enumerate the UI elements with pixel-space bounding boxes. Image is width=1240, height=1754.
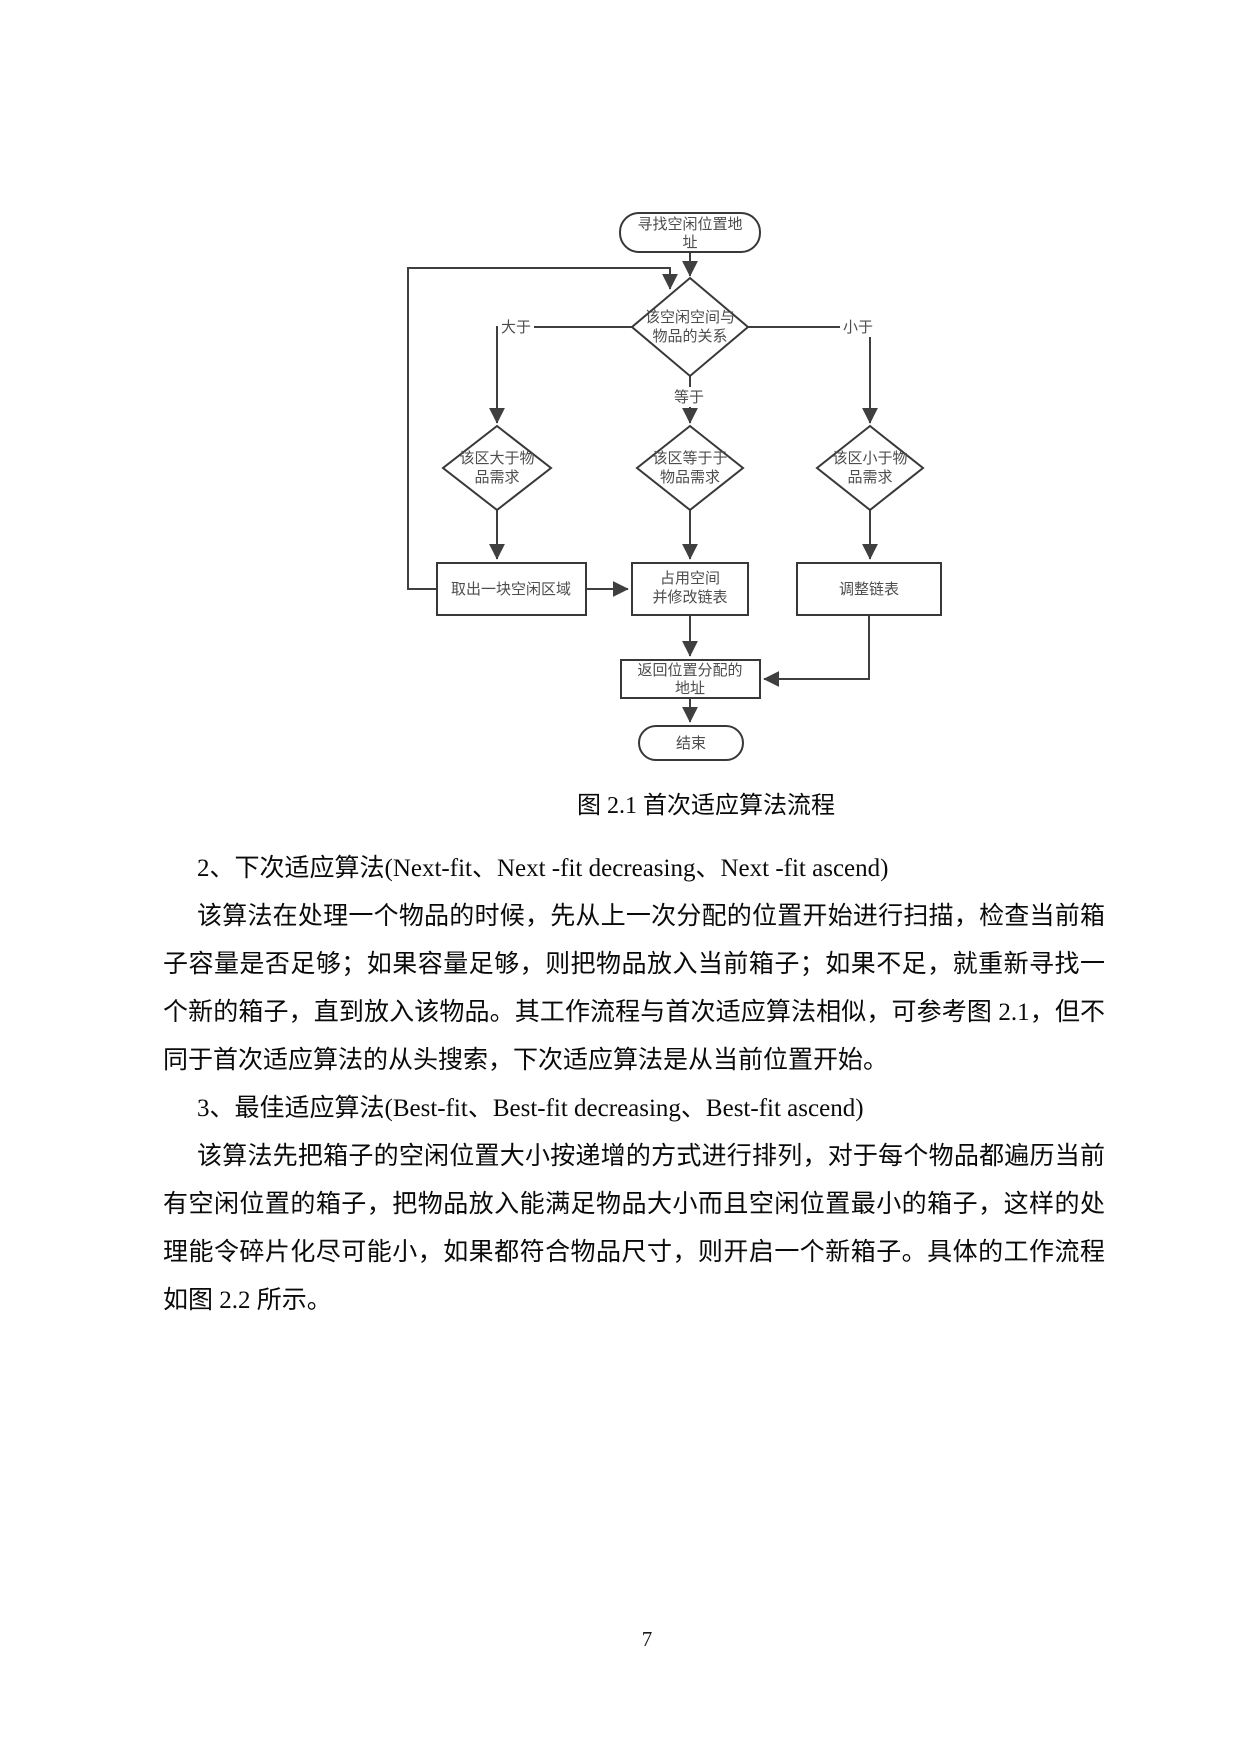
- start-node-label: 寻找空闲位置地: [637, 215, 742, 233]
- paragraph-best-fit-heading: 3、最佳适应算法(Best-fit、Best-fit decreasing、Be…: [197, 1095, 864, 1122]
- check-greater-label: 该区大于物: [459, 449, 534, 467]
- return-address-label: 返回位置分配的: [637, 661, 742, 679]
- branch-label-bg: [840, 317, 876, 337]
- occupy-label: 并修改链表: [652, 588, 727, 606]
- edge-branch-greater: [489, 326, 632, 424]
- return-address-node: [620, 659, 761, 699]
- take-region-label: 取出一块空闲区域: [451, 580, 571, 598]
- return-address-label: 地址: [675, 679, 705, 697]
- check-equal-label: 该区等于于: [652, 449, 727, 467]
- flowchart-figure-2-1: 寻找空闲位置地 址 该空闲空间与 物品的关系 大于 等于 小于 该区大于物 品需…: [407, 212, 942, 761]
- check-less-node: [815, 424, 925, 512]
- check-less-label: 品需求: [847, 468, 892, 486]
- edge-branch-less: [748, 326, 878, 424]
- branch-label-equal: 等于: [674, 388, 704, 406]
- branch-label-bg: [671, 387, 707, 407]
- check-equal-node: [635, 424, 745, 512]
- occupy-node: [631, 562, 749, 616]
- check-greater-label: 品需求: [474, 468, 519, 486]
- adjust-node: [796, 562, 942, 616]
- main-decision-label: 物品的关系: [652, 327, 727, 345]
- check-less-label: 该区小于物: [832, 449, 907, 467]
- take-region-node: [436, 562, 587, 616]
- start-node: [619, 212, 761, 253]
- figure-caption: 图 2.1 首次适应算法流程: [577, 793, 835, 819]
- main-decision-label: 该空闲空间与: [645, 308, 735, 326]
- start-node-label: 址: [682, 233, 697, 251]
- page-number: 7: [641, 1627, 653, 1651]
- branch-label-less: 小于: [843, 318, 873, 336]
- main-decision-node: [630, 276, 750, 378]
- edge-loopback-to-decision: [407, 267, 678, 590]
- adjust-label: 调整链表: [839, 580, 899, 598]
- paragraph-best-fit-description: 该算法先把箱子的空闲位置大小按递增的方式进行排列，对于每个物品都遍历当前有空闲位…: [163, 1143, 1105, 1314]
- end-node: [638, 725, 744, 761]
- body-text: 2、下次适应算法(Next-fit、Next -fit decreasing、N…: [163, 845, 1105, 1325]
- end-node-label: 结束: [676, 734, 706, 752]
- paragraph-next-fit-heading: 2、下次适应算法(Next-fit、Next -fit decreasing、N…: [197, 855, 889, 882]
- branch-label-bg: [498, 317, 534, 337]
- occupy-label: 占用空间: [660, 569, 720, 587]
- branch-label-greater: 大于: [501, 318, 531, 336]
- check-equal-label: 物品需求: [660, 468, 720, 486]
- edge-adjust-to-return: [763, 615, 870, 687]
- check-greater-node: [441, 424, 553, 512]
- paragraph-next-fit-description: 该算法在处理一个物品的时候，先从上一次分配的位置开始进行扫描，检查当前箱子容量是…: [163, 903, 1105, 1074]
